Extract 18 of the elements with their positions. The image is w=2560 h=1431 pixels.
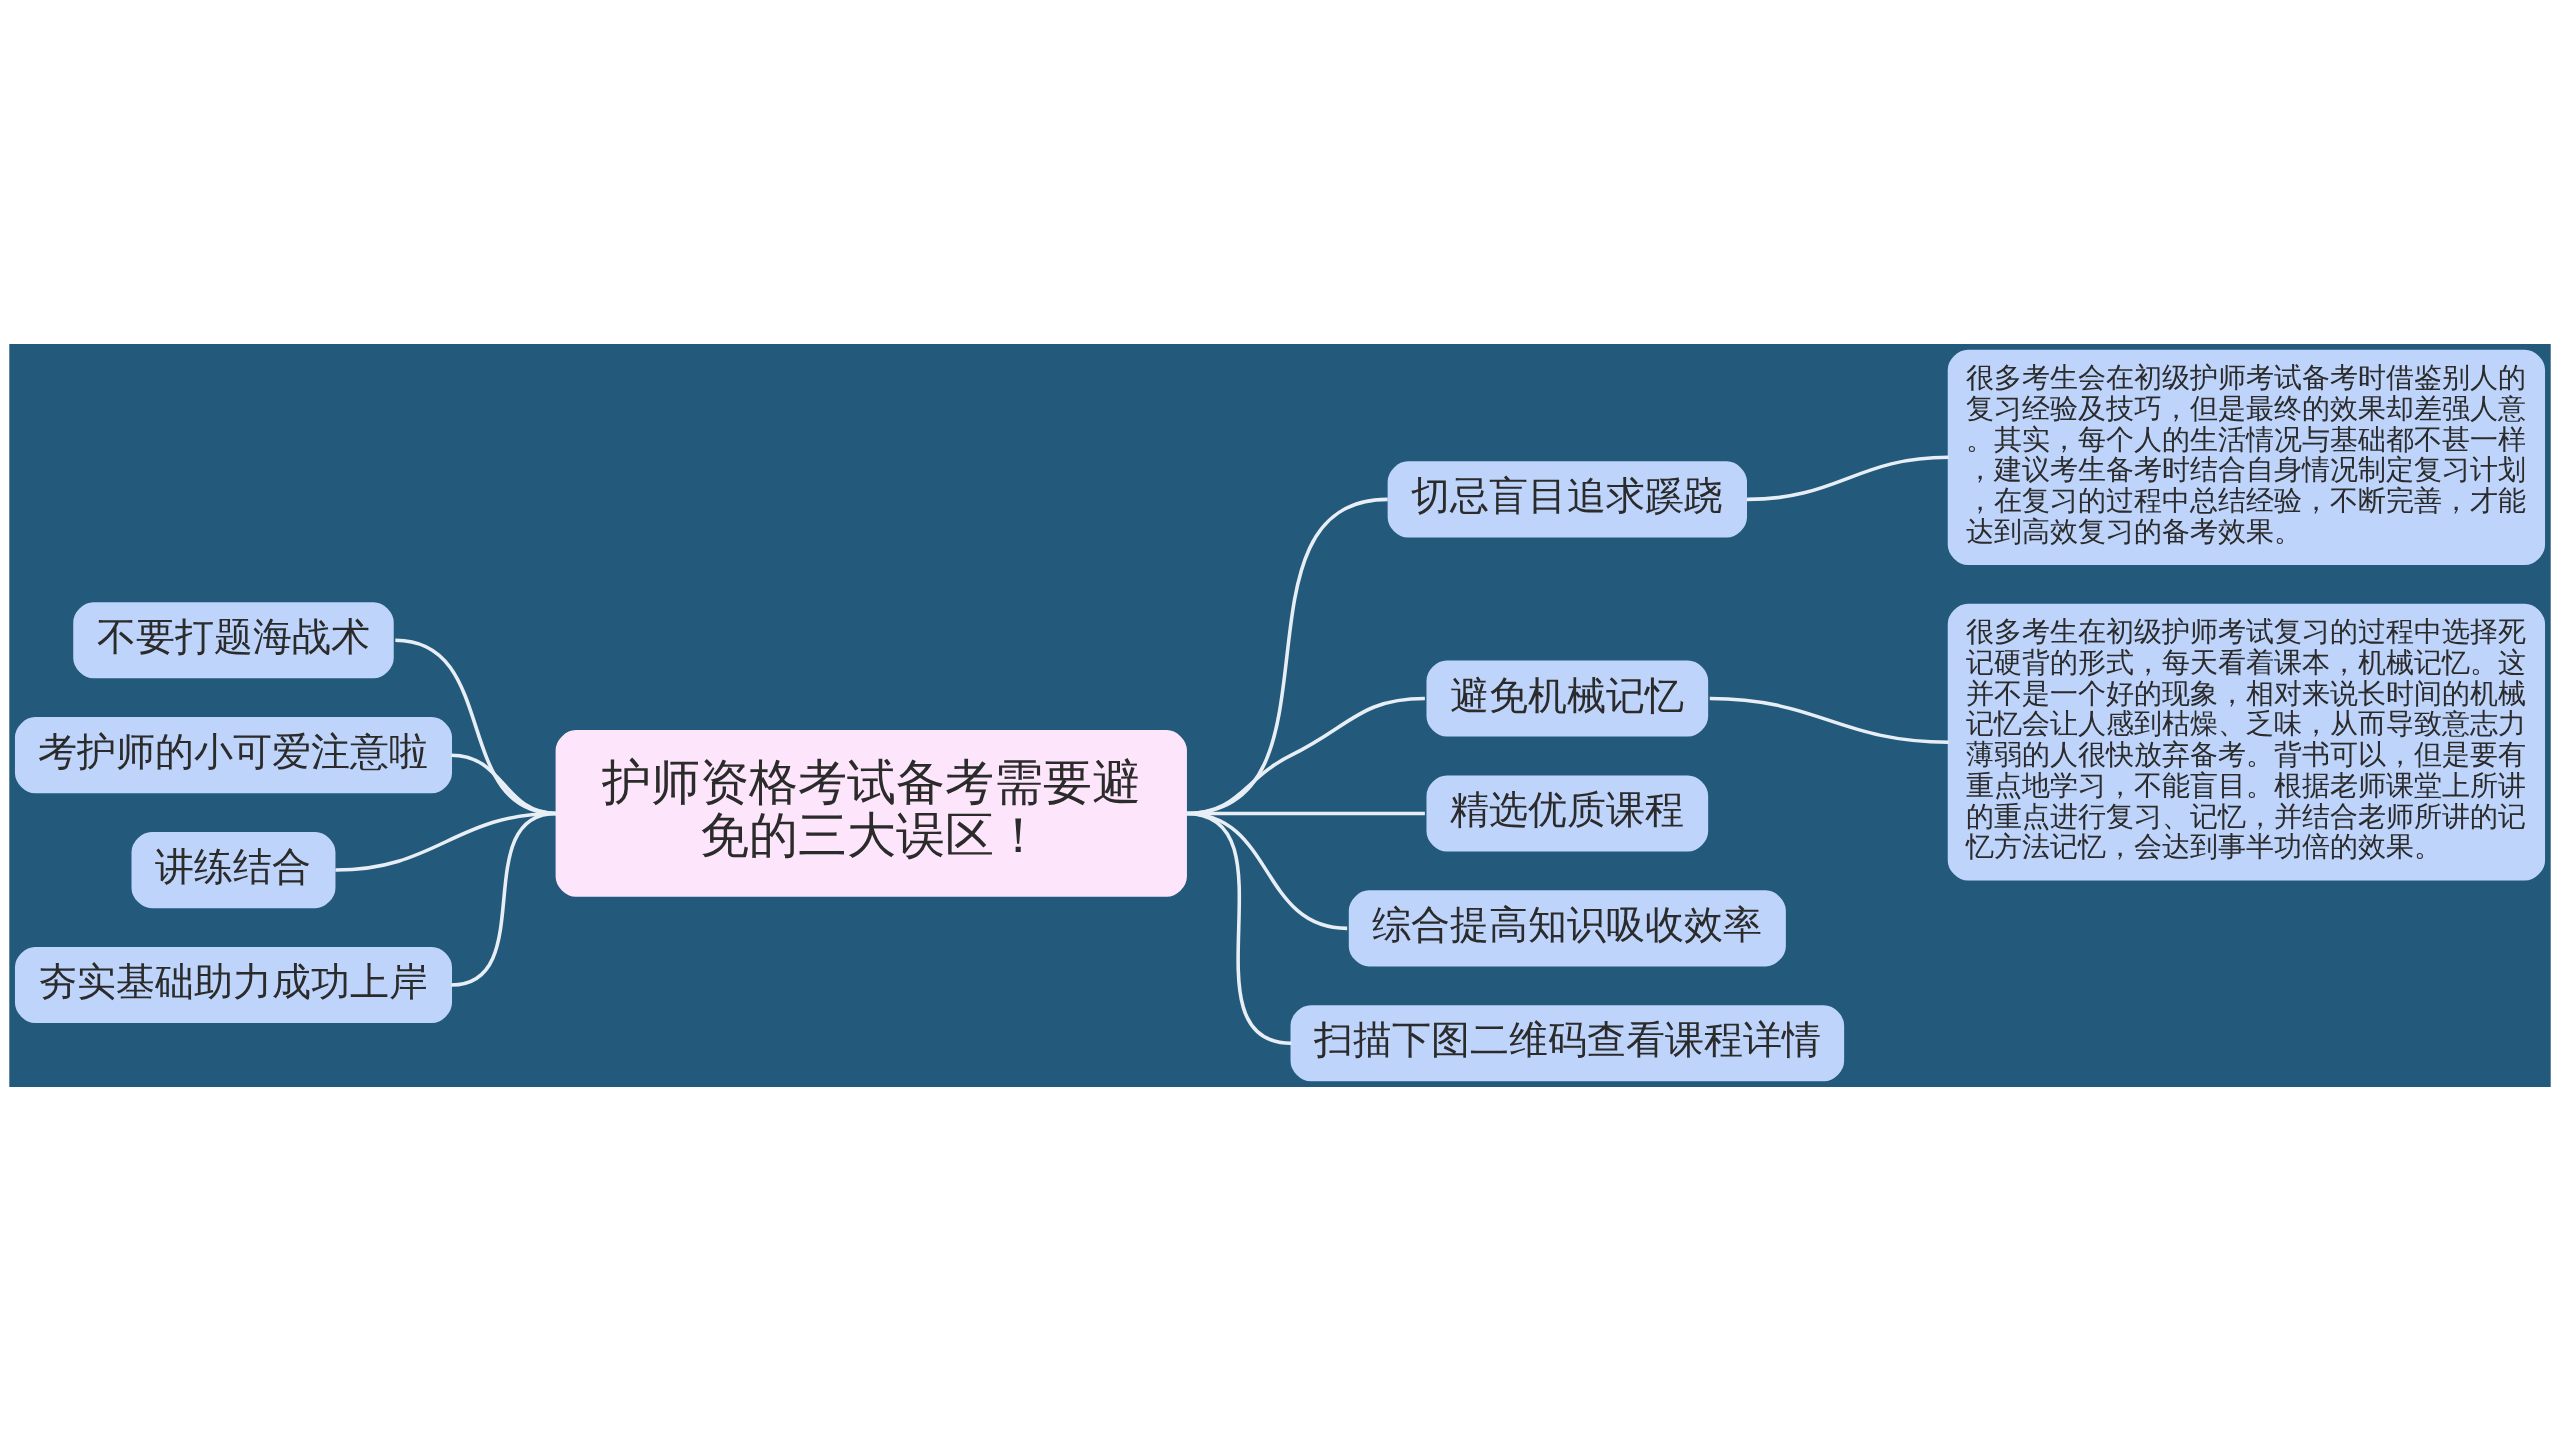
node-box: 考护师的小可爱注意啦: [14, 717, 452, 794]
node-box: 夯实基础助力成功上岸: [14, 947, 452, 1024]
connector: [395, 638, 557, 816]
node-box: 讲练结合: [131, 832, 336, 909]
node-box: 很多考生在初级护师考试复习的过程中选择死记硬背的形式，每天看着课本，机械记忆。这并不是一个好的现象，相对来说长时间的机械记忆会让人感到枯燥、乏味，从而导致意志力薄弱的人很快放弃备考。背书可以，但是要有重点地学习，不能盲目。根据老师课堂上所讲的重点进行复习、记忆，并结合老师所讲的记忆方法记忆，会达到事半功倍的效果。: [1947, 603, 2546, 881]
connector: [1709, 696, 1949, 744]
node-box: 避免机械记忆: [1426, 660, 1709, 737]
connector: [1186, 696, 1425, 816]
node-box: 扫描下图二维码查看课程详情: [1290, 1005, 1845, 1082]
node-box: 综合提高知识吸收效率: [1348, 890, 1786, 967]
node-box: 切忌盲目追求蹊跷: [1387, 461, 1747, 538]
node-box: 精选优质课程: [1426, 775, 1709, 852]
connector: [1185, 811, 1292, 1046]
connector: [450, 811, 557, 987]
connector: [1746, 455, 1949, 502]
node-box: 很多考生会在初级护师考试备考时借鉴别人的复习经验及技巧，但是最终的效果却差强人意。其实，每个人的生活情况与基础都不甚一样，建议考生备考时结合自身情况制定复习计划，在复习的过程中总结经验，不断完善，才能达到高效复习的备考效果。: [1947, 349, 2546, 565]
node-box: 护师资格考试备考需要避免的三大误区！: [555, 730, 1187, 897]
node-box: 不要打题海战术: [73, 602, 394, 679]
